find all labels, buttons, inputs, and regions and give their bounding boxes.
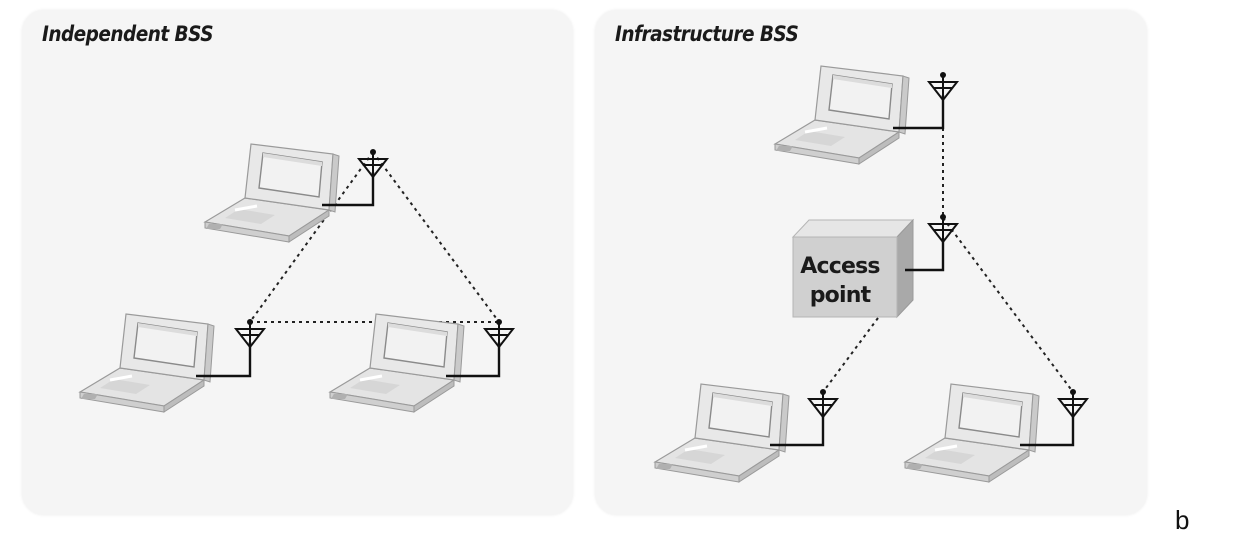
- laptop-icon: [903, 382, 1041, 484]
- antenna-icon: [928, 213, 958, 243]
- cable: [322, 172, 375, 207]
- infra-link-bottom-right: [942, 217, 1074, 393]
- access-point-icon: Access point: [791, 218, 915, 319]
- figure-suffix-label: b: [1175, 505, 1190, 535]
- antenna-icon: [1058, 388, 1088, 418]
- laptop-icon: [773, 64, 911, 166]
- independent-bss-panel: Independent BSS: [22, 10, 573, 515]
- laptop-icon: [328, 312, 466, 414]
- laptop-icon: [653, 382, 791, 484]
- ibss-link-top-right: [372, 151, 500, 323]
- cable: [1020, 412, 1075, 447]
- infrastructure-bss-title: Infrastructure BSS: [615, 22, 799, 46]
- infra-links: [822, 128, 1074, 393]
- cable: [905, 238, 945, 272]
- infra-link-bottom-left: [822, 317, 879, 393]
- cable: [446, 342, 501, 378]
- antenna-icon: [484, 318, 514, 348]
- antenna-icon: [928, 71, 958, 101]
- access-point-label-line2: point: [810, 283, 872, 308]
- cable: [770, 412, 825, 447]
- cable: [196, 342, 252, 378]
- laptop-icon: [78, 312, 216, 414]
- antenna-icon: [235, 318, 265, 348]
- antenna-icon: [808, 388, 838, 418]
- antenna-icon: [358, 148, 388, 178]
- cable: [893, 95, 945, 130]
- independent-bss-title: Independent BSS: [42, 22, 214, 46]
- ibss-links: [249, 151, 500, 323]
- access-point-label-line1: Access: [800, 254, 880, 279]
